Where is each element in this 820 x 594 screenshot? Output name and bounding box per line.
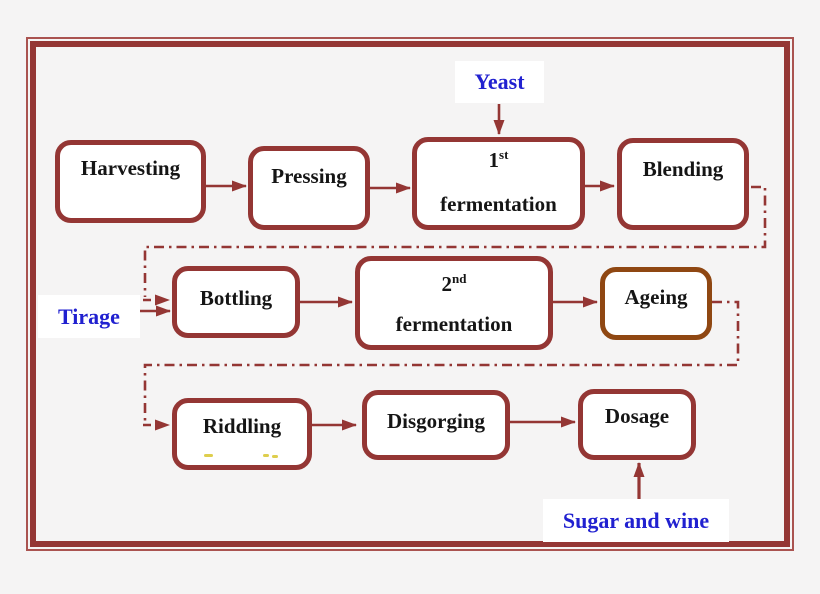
node-second-fermentation: 2nd fermentation [355,256,553,350]
label-yeast-text: Yeast [474,69,525,94]
dashdot-ageing-to-riddling [143,300,740,422]
node-disgorging-label: Disgorging [386,408,485,433]
label-tirage: Tirage [38,295,140,338]
label-sugar-and-wine: Sugar and wine [543,499,729,542]
node-blending-label: Blending [642,156,724,181]
node-pressing: Pressing [248,146,370,230]
node-harvesting-label: Harvesting [80,156,181,180]
node-harvesting: Harvesting [55,140,206,223]
node-pressing-label: Pressing [271,163,347,188]
yellow-artifact-2 [263,454,269,457]
node-first-fermentation: 1st fermentation [412,137,585,230]
node-first-fermentation-ordinal: 1st [488,147,509,172]
node-ageing-label: Ageing [624,285,688,309]
node-second-fermentation-label: fermentation [395,312,513,336]
yellow-artifact-1 [204,454,213,457]
inner-frame-border [30,41,790,547]
outer-frame-border [26,37,794,551]
label-yeast: Yeast [455,61,544,103]
node-second-fermentation-ordinal: 2nd [441,271,467,296]
node-riddling-label: Riddling [202,413,282,438]
yellow-artifact-3 [272,455,278,458]
label-tirage-text: Tirage [58,303,120,329]
node-disgorging: Disgorging [362,390,510,460]
node-blending: Blending [617,138,749,230]
dashdot-blending-to-bottling [143,185,767,297]
node-dosage-label: Dosage [604,404,670,428]
label-sugar-and-wine-text: Sugar and wine [562,507,710,533]
node-dosage: Dosage [578,389,696,460]
node-ageing: Ageing [600,267,712,340]
node-first-fermentation-label: fermentation [440,192,557,216]
node-bottling-label: Bottling [199,285,273,310]
node-riddling: Riddling [172,398,312,470]
node-bottling: Bottling [172,266,300,338]
